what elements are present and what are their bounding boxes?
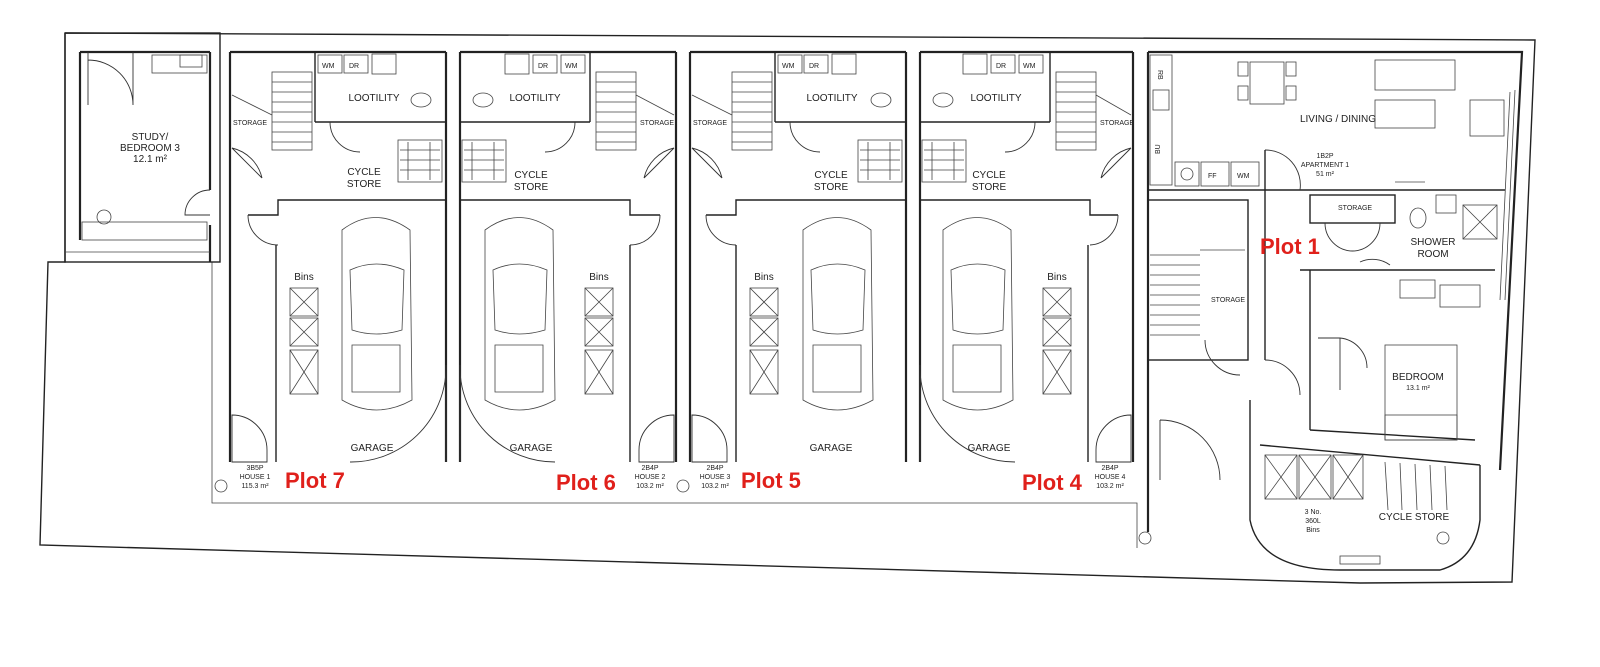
plot-6-label: Plot 6 [556, 470, 616, 495]
h1-lootility: LOOTILITY [348, 93, 399, 104]
apt-storage: STORAGE [1338, 205, 1372, 212]
bins-store-2: 360L [1305, 518, 1321, 525]
h1-area: 115.3 m² [241, 483, 269, 490]
apt-ff: FF [1208, 173, 1217, 180]
apt-stair-storage: STORAGE [1211, 297, 1245, 304]
h1-type: 3B5P [246, 465, 263, 472]
h1-cycle-1: CYCLE [347, 167, 381, 178]
h3-cycle-2: STORE [814, 182, 849, 193]
terrace-outline [211, 262, 1138, 548]
h3-area: 103.2 m² [701, 483, 729, 490]
h4-cycle-2: STORE [972, 182, 1007, 193]
house-1: STORAGE WM DR LOOTILITY CYCLE STORE Bins… [214, 50, 448, 493]
apt-living: LIVING / DINING [1300, 114, 1376, 125]
h2-storage: STORAGE [640, 120, 674, 127]
h1-cycle-2: STORE [347, 179, 382, 190]
bins-store-3: Bins [1306, 527, 1320, 534]
h4-name: HOUSE 4 [1095, 474, 1126, 481]
h3-wm: WM [782, 63, 795, 70]
h4-lootility: LOOTILITY [970, 93, 1021, 104]
h4-storage: STORAGE [1100, 120, 1134, 127]
plot-7-label: Plot 7 [285, 468, 345, 493]
h1-dr: DR [349, 63, 359, 70]
house-3: STORAGE WM DR LOOTILITY CYCLE STORE Bins… [676, 50, 908, 493]
study-bedroom-3: STUDY/ BEDROOM 3 12.1 m² [64, 32, 221, 263]
h2-type: 2B4P [641, 465, 658, 472]
h4-dr: DR [996, 63, 1006, 70]
h1-name: HOUSE 1 [240, 474, 271, 481]
h3-cycle-1: CYCLE [814, 170, 848, 181]
plot-5-label: Plot 5 [741, 468, 801, 493]
h1-garage: GARAGE [351, 443, 394, 454]
apt-rb: RB [1156, 70, 1163, 80]
h2-wm: WM [565, 63, 578, 70]
study-area: 12.1 m² [133, 154, 168, 165]
h2-bins: Bins [589, 272, 608, 283]
study-label-2: BEDROOM 3 [120, 143, 180, 154]
house-2: STORAGE DR WM LOOTILITY CYCLE STORE Bins… [458, 50, 678, 490]
h2-garage: GARAGE [510, 443, 553, 454]
plot-1-label: Plot 1 [1260, 234, 1320, 259]
h3-dr: DR [809, 63, 819, 70]
h2-area: 103.2 m² [636, 483, 664, 490]
h1-wm: WM [322, 63, 335, 70]
h1-bins: Bins [294, 272, 313, 283]
plot-4-label: Plot 4 [1022, 470, 1083, 495]
h4-cycle-1: CYCLE [972, 170, 1006, 181]
h3-garage: GARAGE [810, 443, 853, 454]
h4-area: 103.2 m² [1096, 483, 1124, 490]
apt-wm: WM [1237, 173, 1250, 180]
h2-name: HOUSE 2 [635, 474, 666, 481]
study-label-1: STUDY/ [132, 132, 169, 143]
house-4: STORAGE DR WM LOOTILITY CYCLE STORE Bins… [918, 50, 1134, 490]
h1-storage: STORAGE [233, 120, 267, 127]
apt-area: 51 m² [1316, 171, 1335, 178]
h4-garage: GARAGE [968, 443, 1011, 454]
apt-cycle-store: CYCLE STORE [1379, 512, 1450, 523]
apartment-1: RB BU FF WM LIVING / DINING 1B2P APARTME… [1138, 50, 1524, 571]
bins-store-1: 3 No. [1305, 509, 1322, 516]
site-boundary [39, 32, 1536, 584]
shower-1: SHOWER [1411, 237, 1456, 248]
bedroom-area: 13.1 m² [1406, 385, 1430, 392]
h2-cycle-1: CYCLE [514, 170, 548, 181]
apt-bu: BU [1155, 144, 1162, 154]
h2-cycle-2: STORE [514, 182, 549, 193]
bedroom-label: BEDROOM [1392, 372, 1444, 383]
h3-name: HOUSE 3 [700, 474, 731, 481]
apt-type: 1B2P [1316, 153, 1333, 160]
shower-2: ROOM [1417, 249, 1448, 260]
h4-bins: Bins [1047, 272, 1066, 283]
h2-lootility: LOOTILITY [509, 93, 560, 104]
h4-wm: WM [1023, 63, 1036, 70]
h3-type: 2B4P [706, 465, 723, 472]
apt-name: APARTMENT 1 [1301, 162, 1349, 169]
h3-storage: STORAGE [693, 120, 727, 127]
h3-lootility: LOOTILITY [806, 93, 857, 104]
h2-dr: DR [538, 63, 548, 70]
h4-type: 2B4P [1101, 465, 1118, 472]
h3-bins: Bins [754, 272, 773, 283]
